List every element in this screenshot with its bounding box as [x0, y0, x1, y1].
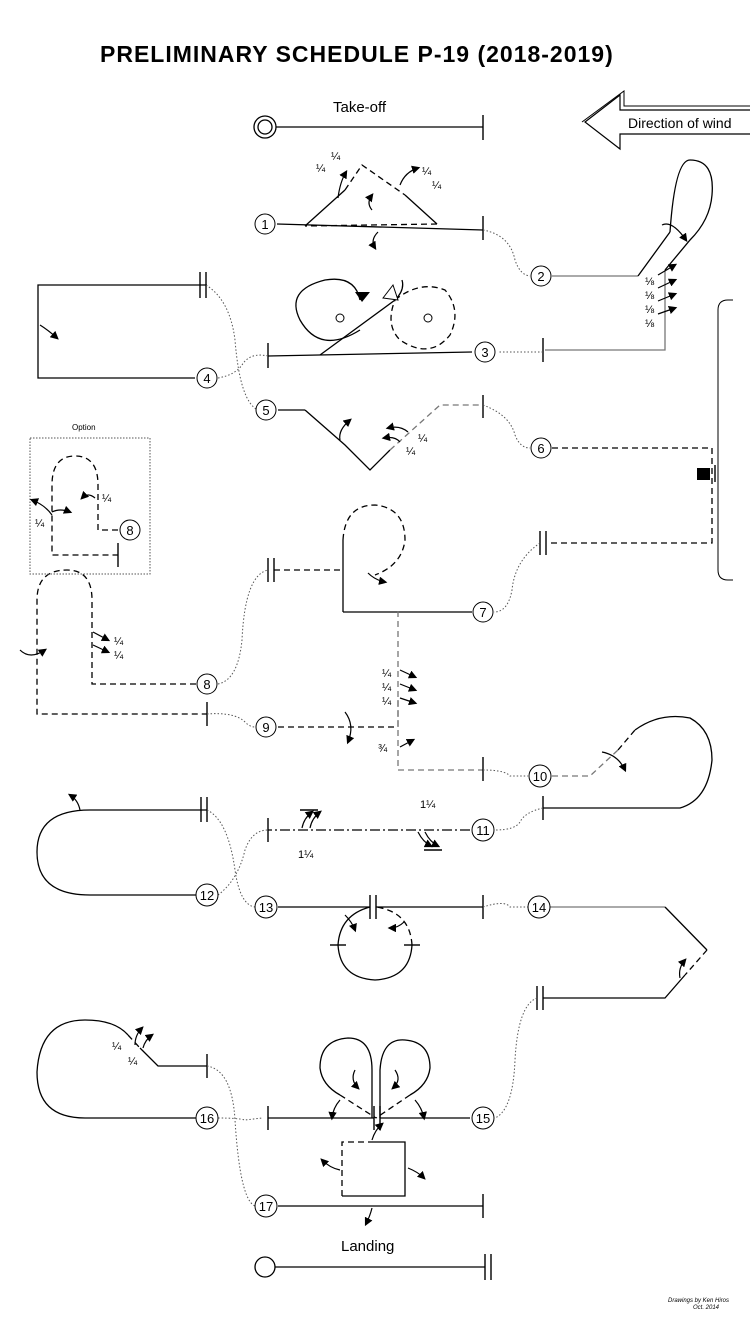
maneuver-number-7: 7 — [479, 605, 486, 620]
svg-text:¼: ¼ — [114, 636, 124, 648]
takeoff-figure: Take-off — [253, 99, 484, 140]
svg-text:¼: ¼ — [114, 650, 124, 662]
maneuver-12 — [36, 793, 269, 896]
svg-text:¼: ¼ — [112, 1041, 122, 1053]
svg-text:¼: ¼ — [35, 518, 45, 530]
option-box: Option ¼ ¼ 8 — [29, 423, 151, 575]
maneuver-5: ¼ ¼ — [278, 395, 484, 471]
maneuver-number-1: 1 — [261, 217, 268, 232]
landing-figure: Landing — [254, 1238, 492, 1280]
svg-text:⅛: ⅛ — [645, 276, 655, 288]
svg-text:1¼: 1¼ — [420, 799, 436, 811]
option-label: Option — [72, 423, 96, 432]
svg-text:¼: ¼ — [102, 493, 112, 505]
svg-text:¼: ¼ — [331, 151, 341, 163]
maneuver-number-16: 16 — [200, 1111, 214, 1126]
maneuver-16: ¼ ¼ — [36, 1019, 263, 1121]
maneuver-number-9: 9 — [262, 720, 269, 735]
maneuver-number-6: 6 — [537, 441, 544, 456]
maneuver-14 — [482, 903, 708, 1010]
svg-text:¾: ¾ — [378, 743, 388, 755]
svg-text:¼: ¼ — [128, 1056, 138, 1068]
maneuver-number-11: 11 — [476, 823, 490, 838]
svg-text:¼: ¼ — [422, 166, 432, 178]
svg-text:⅛: ⅛ — [645, 304, 655, 316]
maneuver-6 — [482, 299, 733, 581]
maneuver-11: 1¼ 1¼ — [267, 799, 544, 861]
svg-text:¼: ¼ — [406, 446, 416, 458]
maneuver-3 — [267, 278, 544, 368]
maneuver-10 — [482, 715, 713, 820]
svg-text:1¼: 1¼ — [298, 849, 314, 861]
maneuver-8: ¼ ¼ — [19, 558, 340, 726]
maneuver-number-12: 12 — [200, 888, 214, 903]
maneuver-2: ⅛ ⅛ ⅛ ⅛ — [482, 159, 713, 351]
maneuver-number-2: 2 — [537, 269, 544, 284]
landing-label: Landing — [341, 1238, 394, 1255]
maneuver-number-8: 8 — [203, 677, 210, 692]
svg-text:¼: ¼ — [316, 163, 326, 175]
svg-text:¼: ¼ — [382, 682, 392, 694]
maneuver-7 — [342, 504, 541, 613]
maneuver-number-3: 3 — [481, 345, 488, 360]
maneuver-9: ¼ ¼ ¼ ¾ — [206, 610, 484, 781]
maneuver-17 — [206, 1065, 484, 1227]
svg-text:¼: ¼ — [418, 433, 428, 445]
wind-direction-arrow: Direction of wind — [581, 90, 750, 151]
maneuver-4 — [37, 272, 269, 411]
svg-text:¼: ¼ — [432, 180, 442, 192]
maneuver-15 — [267, 997, 538, 1130]
schedule-title: PRELIMINARY SCHEDULE P-19 (2018-2019) — [100, 41, 614, 67]
maneuver-13 — [206, 809, 484, 981]
maneuver-number-10: 10 — [533, 769, 547, 784]
takeoff-label: Take-off — [333, 99, 387, 116]
maneuver-1: ¼ ¼ ¼ ¼ — [276, 151, 484, 251]
credit-line-1: Drawings by Ken Hiros — [668, 1298, 729, 1304]
maneuver-number-4: 4 — [203, 371, 210, 386]
maneuver-number-13: 13 — [259, 900, 273, 915]
maneuver-number-17: 17 — [259, 1199, 273, 1214]
credit-line-2: Oct. 2014 — [693, 1305, 720, 1311]
svg-text:⅛: ⅛ — [645, 290, 655, 302]
maneuver-number-markers: 1 2 3 4 5 6 7 8 9 10 11 12 13 14 15 16 1… — [195, 213, 552, 1218]
maneuver-number-15: 15 — [476, 1111, 490, 1126]
maneuver-number-5: 5 — [262, 403, 269, 418]
maneuver-number-14: 14 — [532, 900, 546, 915]
svg-text:¼: ¼ — [382, 668, 392, 680]
svg-text:¼: ¼ — [382, 696, 392, 708]
wind-direction-label: Direction of wind — [628, 115, 732, 131]
svg-text:⅛: ⅛ — [645, 318, 655, 330]
option-number: 8 — [126, 523, 133, 538]
